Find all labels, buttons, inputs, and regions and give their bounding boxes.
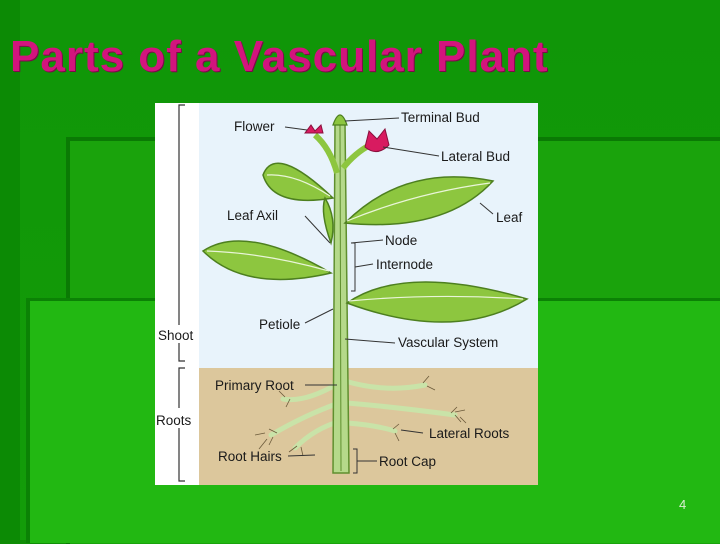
root-hairs: [254, 375, 467, 457]
label-vascular-system: Vascular System: [398, 335, 498, 350]
flower-left: [304, 124, 324, 134]
label-leaf: Leaf: [496, 210, 523, 225]
leader-lateral-bud: [382, 146, 440, 157]
leader-leaf: [479, 202, 494, 215]
label-root-hairs: Root Hairs: [218, 449, 282, 464]
label-shoot: Shoot: [158, 328, 194, 343]
label-lateral-bud: Lateral Bud: [441, 149, 510, 164]
leader-internode: [354, 263, 374, 268]
leader-vascular-system: [344, 338, 396, 344]
vascular-line: [339, 124, 342, 472]
label-internode: Internode: [376, 257, 433, 272]
plant-diagram: Flower Terminal Bud Lateral Bud Leaf Axi…: [155, 103, 538, 485]
slide-title: Parts of a Vascular Plant: [10, 32, 549, 81]
label-petiole: Petiole: [259, 317, 300, 332]
roots-bracket: [178, 367, 185, 482]
terminal-bud-shape: [332, 114, 348, 126]
label-roots: Roots: [156, 413, 192, 428]
slide-left-band: [0, 0, 20, 540]
leaf-veins: [206, 174, 524, 302]
leader-root-hairs: [287, 454, 316, 457]
leaf-small: [322, 196, 334, 246]
label-root-cap: Root Cap: [379, 454, 436, 469]
leader-petiole: [304, 308, 334, 324]
label-primary-root: Primary Root: [215, 378, 294, 393]
label-flower: Flower: [234, 119, 275, 134]
leader-terminal-bud: [344, 117, 400, 122]
label-lateral-roots: Lateral Roots: [429, 426, 510, 441]
leaf-middle-left: [201, 240, 334, 281]
leader-leaf-axil: [304, 215, 331, 244]
leader-flower: [284, 126, 308, 131]
leader-lines: [284, 117, 494, 462]
leaf-upper-left: [262, 162, 335, 202]
shoot-bracket: [178, 104, 185, 362]
leader-lateral-roots: [400, 429, 424, 434]
plant-diagram-svg: Flower Terminal Bud Lateral Bud Leaf Axi…: [156, 103, 538, 485]
label-terminal-bud: Terminal Bud: [401, 110, 480, 125]
label-node: Node: [385, 233, 417, 248]
leader-node: [350, 239, 384, 244]
leaf-middle-right: [345, 281, 529, 323]
page-number: 4: [679, 497, 687, 512]
flower-right: [364, 127, 390, 152]
flower-branch-left: [312, 132, 340, 174]
label-leaf-axil: Leaf Axil: [227, 208, 278, 223]
